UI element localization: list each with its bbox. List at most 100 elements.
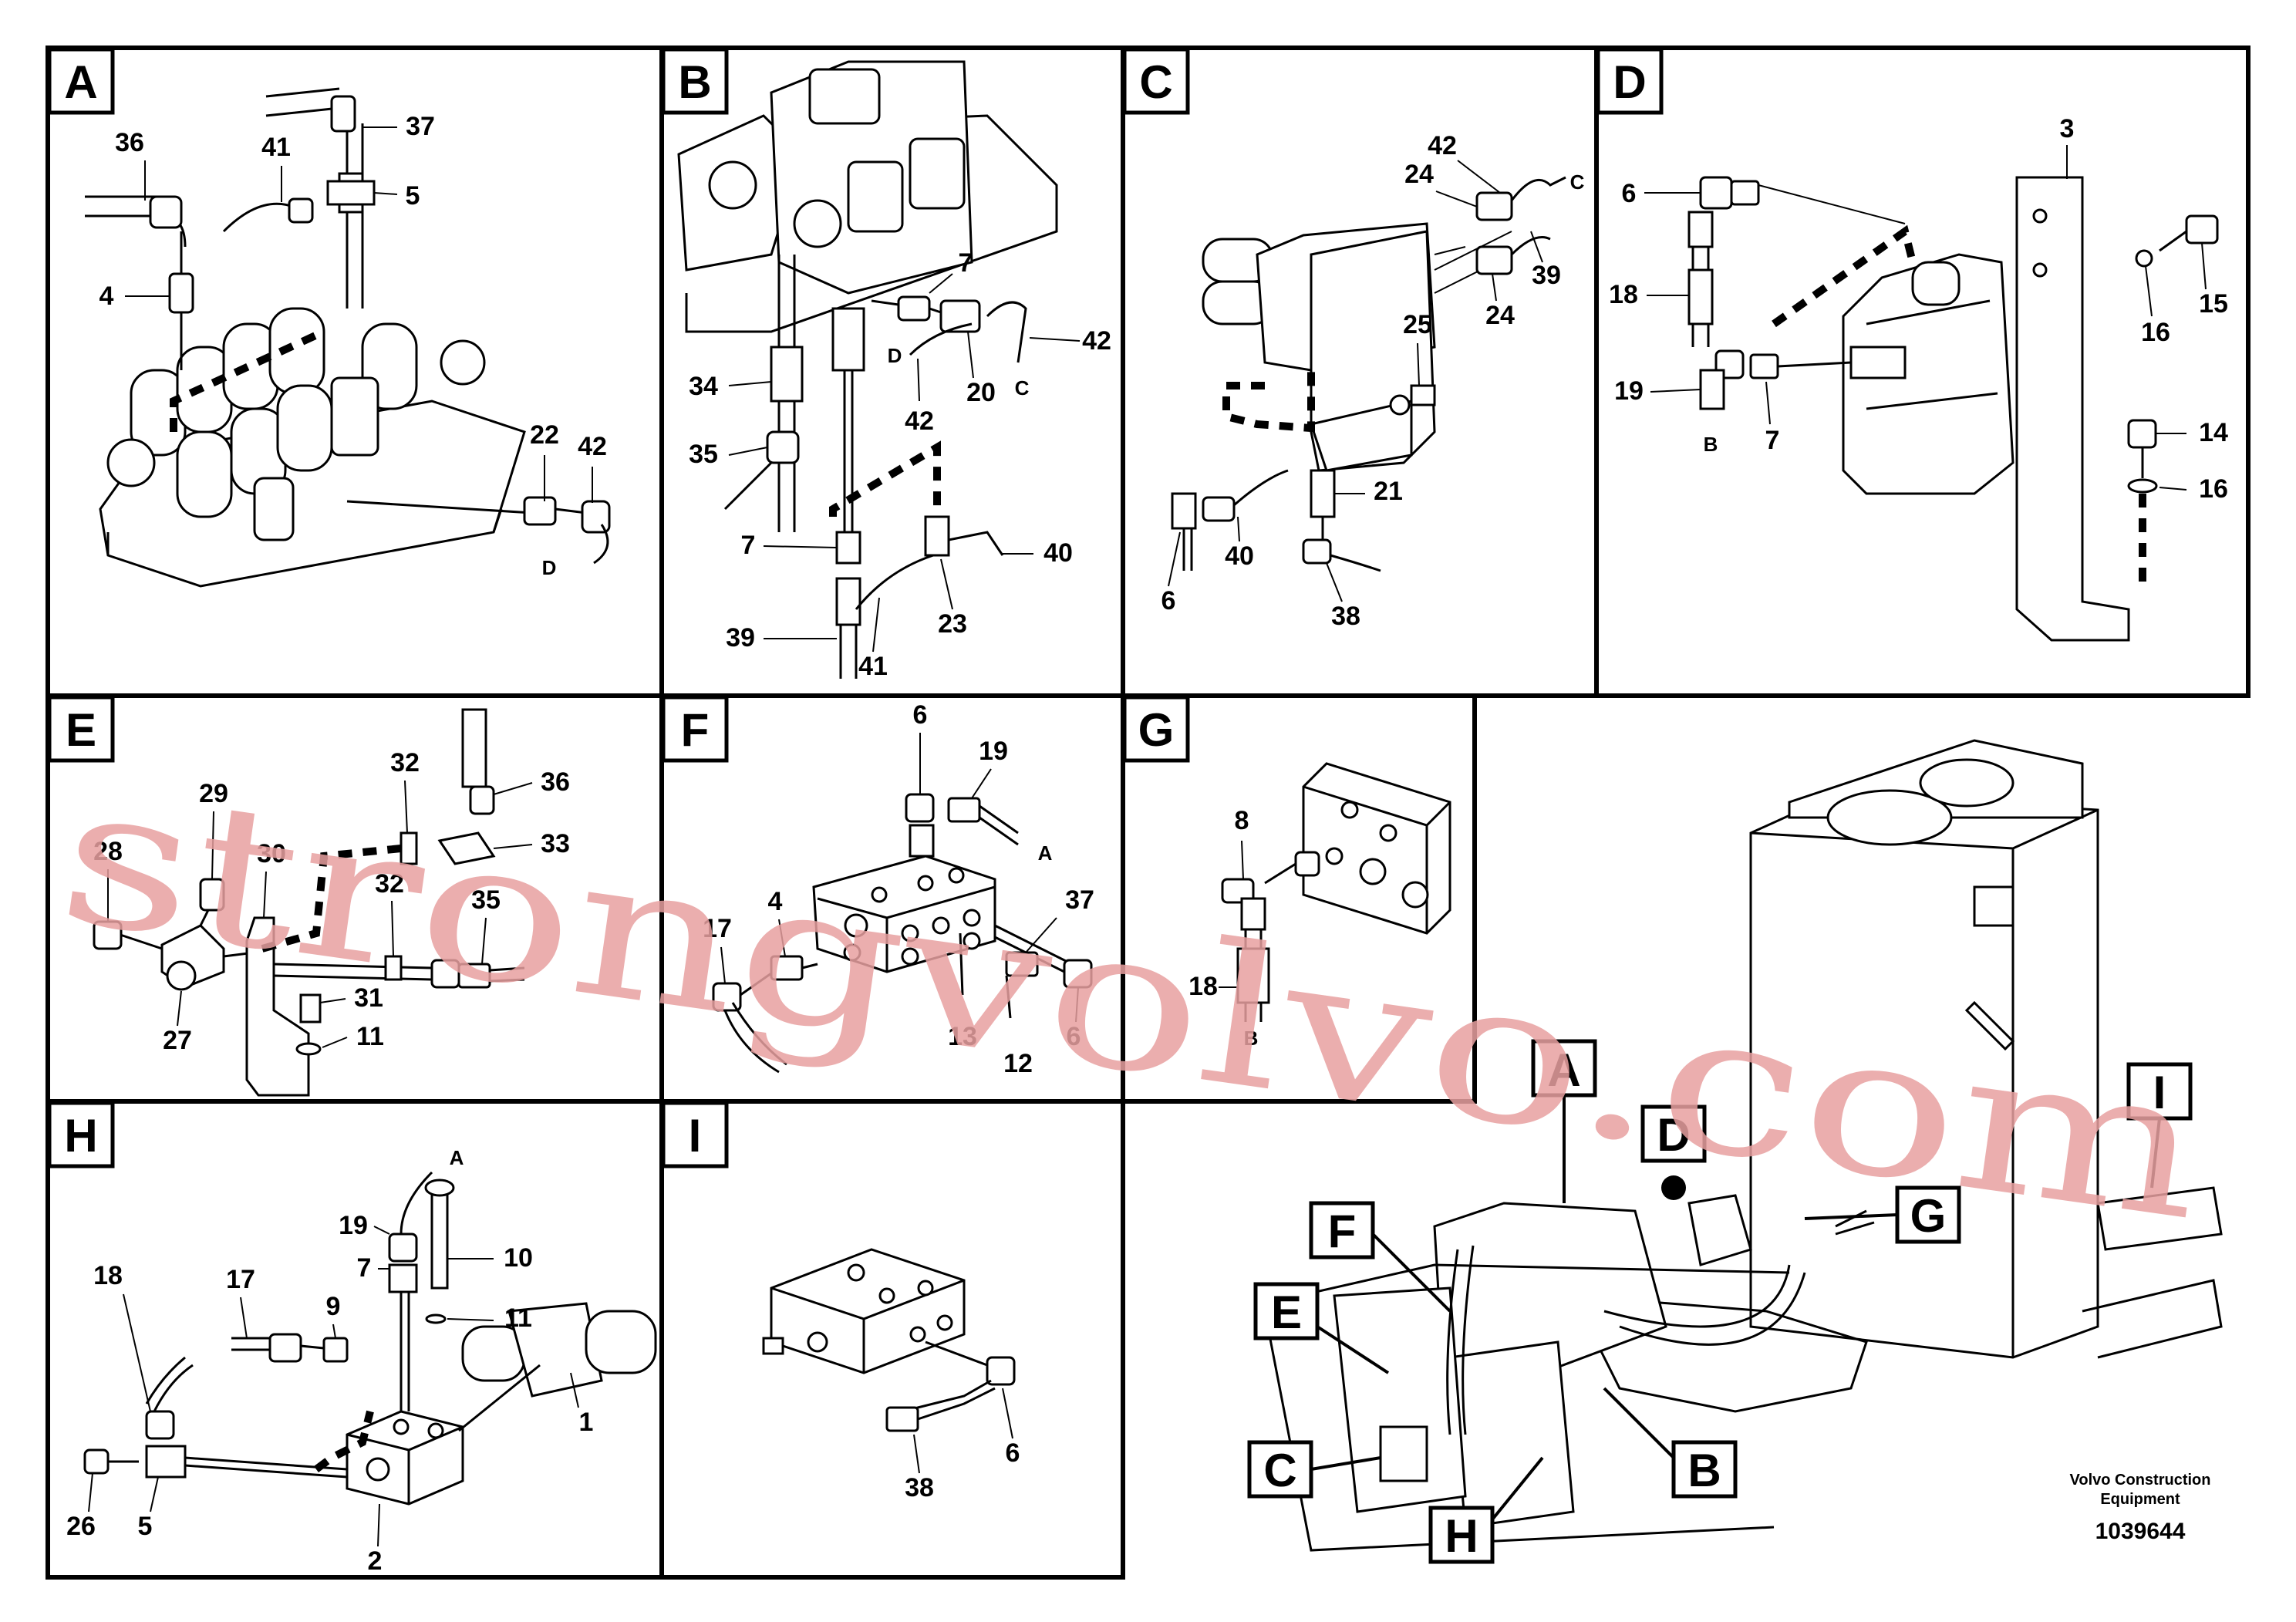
callout-41: 41 — [261, 133, 291, 162]
callout-3: 3 — [2060, 114, 2075, 143]
callout-35: 35 — [471, 885, 501, 915]
callout-37: 37 — [1065, 885, 1094, 915]
callout-38: 38 — [905, 1473, 934, 1502]
document-number: 1039644 — [2095, 1519, 2186, 1544]
panel-letter-a: A — [64, 56, 97, 108]
callout-6: 6 — [913, 700, 928, 730]
callout-11: 11 — [356, 1022, 384, 1051]
panel-e-drawing — [93, 708, 525, 1097]
callout-13: 13 — [948, 1022, 977, 1051]
callout-7: 7 — [741, 531, 756, 560]
callout-38: 38 — [1331, 602, 1360, 631]
overview-label-f: F — [1328, 1206, 1357, 1257]
callout-27: 27 — [163, 1026, 192, 1055]
overview-label-h: H — [1445, 1510, 1478, 1562]
callout-23: 23 — [938, 609, 967, 639]
callout-10: 10 — [504, 1243, 533, 1273]
callout-24: 24 — [1404, 160, 1434, 189]
callout-9: 9 — [326, 1292, 341, 1321]
panel-i-callouts: 38 6 — [905, 1388, 1020, 1502]
callout-19: 19 — [1614, 376, 1644, 406]
panel-frames — [46, 46, 2250, 1580]
panel-e-callouts: 32 36 29 33 28 30 32 35 27 31 11 — [93, 748, 570, 1055]
overview-label-d: D — [1657, 1109, 1690, 1161]
panel-f-drawing — [712, 793, 1093, 1074]
overview-label-c: C — [1263, 1445, 1296, 1496]
callout-4: 4 — [768, 887, 783, 916]
callout-b: B — [1244, 1027, 1259, 1050]
callout-7: 7 — [959, 248, 973, 278]
callout-40: 40 — [1043, 538, 1073, 568]
overview-label-a: A — [1547, 1044, 1580, 1096]
callout-31: 31 — [354, 983, 383, 1013]
callout-36: 36 — [115, 128, 144, 157]
panel-letter-e: E — [66, 704, 96, 756]
callout-11: 11 — [504, 1303, 532, 1333]
callout-17: 17 — [703, 914, 732, 943]
callout-20: 20 — [966, 378, 996, 407]
callout-12: 12 — [1003, 1049, 1033, 1078]
callout-40: 40 — [1225, 541, 1254, 571]
panel-letter-boxes: A B C D E F G H I — [47, 47, 1664, 1168]
panel-letter-g: G — [1138, 704, 1175, 756]
callout-1: 1 — [579, 1408, 594, 1437]
callout-42: 42 — [578, 432, 607, 461]
callout-17: 17 — [226, 1265, 255, 1294]
panel-a-callouts: 36 37 41 5 4 22 42 D — [99, 112, 607, 579]
callout-c: C — [1570, 170, 1585, 194]
callout-2: 2 — [368, 1546, 383, 1576]
caption-line-1: Volvo Construction — [2070, 1472, 2211, 1489]
callout-42: 42 — [905, 406, 934, 436]
callout-39: 39 — [726, 623, 755, 653]
panel-letter-b: B — [678, 56, 711, 108]
panel-a-drawing — [85, 87, 611, 588]
callout-37: 37 — [406, 112, 435, 141]
callout-36: 36 — [541, 767, 570, 797]
callout-5: 5 — [138, 1512, 153, 1541]
panel-g-callouts: 8 18 B — [1188, 806, 1258, 1050]
callout-4: 4 — [99, 282, 114, 311]
callout-32: 32 — [390, 748, 420, 777]
callout-7: 7 — [357, 1253, 372, 1283]
panel-d-drawing — [1687, 176, 2219, 642]
document-caption: Volvo Construction Equipment 1039644 — [2070, 1472, 2211, 1544]
callout-32: 32 — [375, 869, 404, 899]
callout-b: B — [1704, 433, 1718, 456]
callout-24: 24 — [1485, 301, 1515, 330]
callout-19: 19 — [339, 1211, 368, 1240]
callout-7: 7 — [1765, 426, 1780, 455]
callout-6: 6 — [1161, 586, 1176, 615]
callout-6: 6 — [1006, 1438, 1020, 1468]
callout-33: 33 — [541, 829, 570, 858]
callout-16: 16 — [2141, 318, 2170, 347]
callout-15: 15 — [2199, 289, 2228, 319]
callout-42: 42 — [1082, 326, 1111, 356]
panel-b-callouts: 7 D 20 42 C 34 42 35 7 40 23 39 41 — [689, 248, 1111, 681]
callout-29: 29 — [199, 779, 228, 808]
panel-b-drawing — [677, 60, 1058, 679]
overview-label-e: E — [1271, 1286, 1302, 1338]
callout-5: 5 — [406, 181, 420, 211]
callout-d: D — [542, 556, 557, 579]
callout-a: A — [1038, 841, 1053, 865]
panel-letter-h: H — [64, 1110, 97, 1162]
panel-h-callouts: A 19 7 10 18 17 9 11 26 5 1 2 — [66, 1146, 593, 1576]
panel-h-drawing — [83, 1171, 657, 1506]
overview-label-i: I — [2153, 1067, 2166, 1118]
panel-d-callouts: 3 6 15 18 16 19 7 B 14 16 — [1609, 114, 2228, 504]
callout-21: 21 — [1374, 477, 1403, 506]
caption-line-2: Equipment — [2100, 1491, 2180, 1508]
panel-letter-d: D — [1613, 56, 1646, 108]
panel-c-drawing — [1171, 176, 1566, 572]
panel-letter-f: F — [681, 704, 710, 756]
callout-30: 30 — [257, 839, 286, 868]
callout-d: D — [888, 344, 902, 367]
overview-label-g: G — [1910, 1190, 1947, 1242]
callout-35: 35 — [689, 440, 718, 469]
panel-g-drawing — [1221, 762, 1451, 1022]
callout-18: 18 — [1188, 972, 1218, 1001]
panel-letter-c: C — [1139, 56, 1172, 108]
callout-22: 22 — [530, 420, 559, 450]
